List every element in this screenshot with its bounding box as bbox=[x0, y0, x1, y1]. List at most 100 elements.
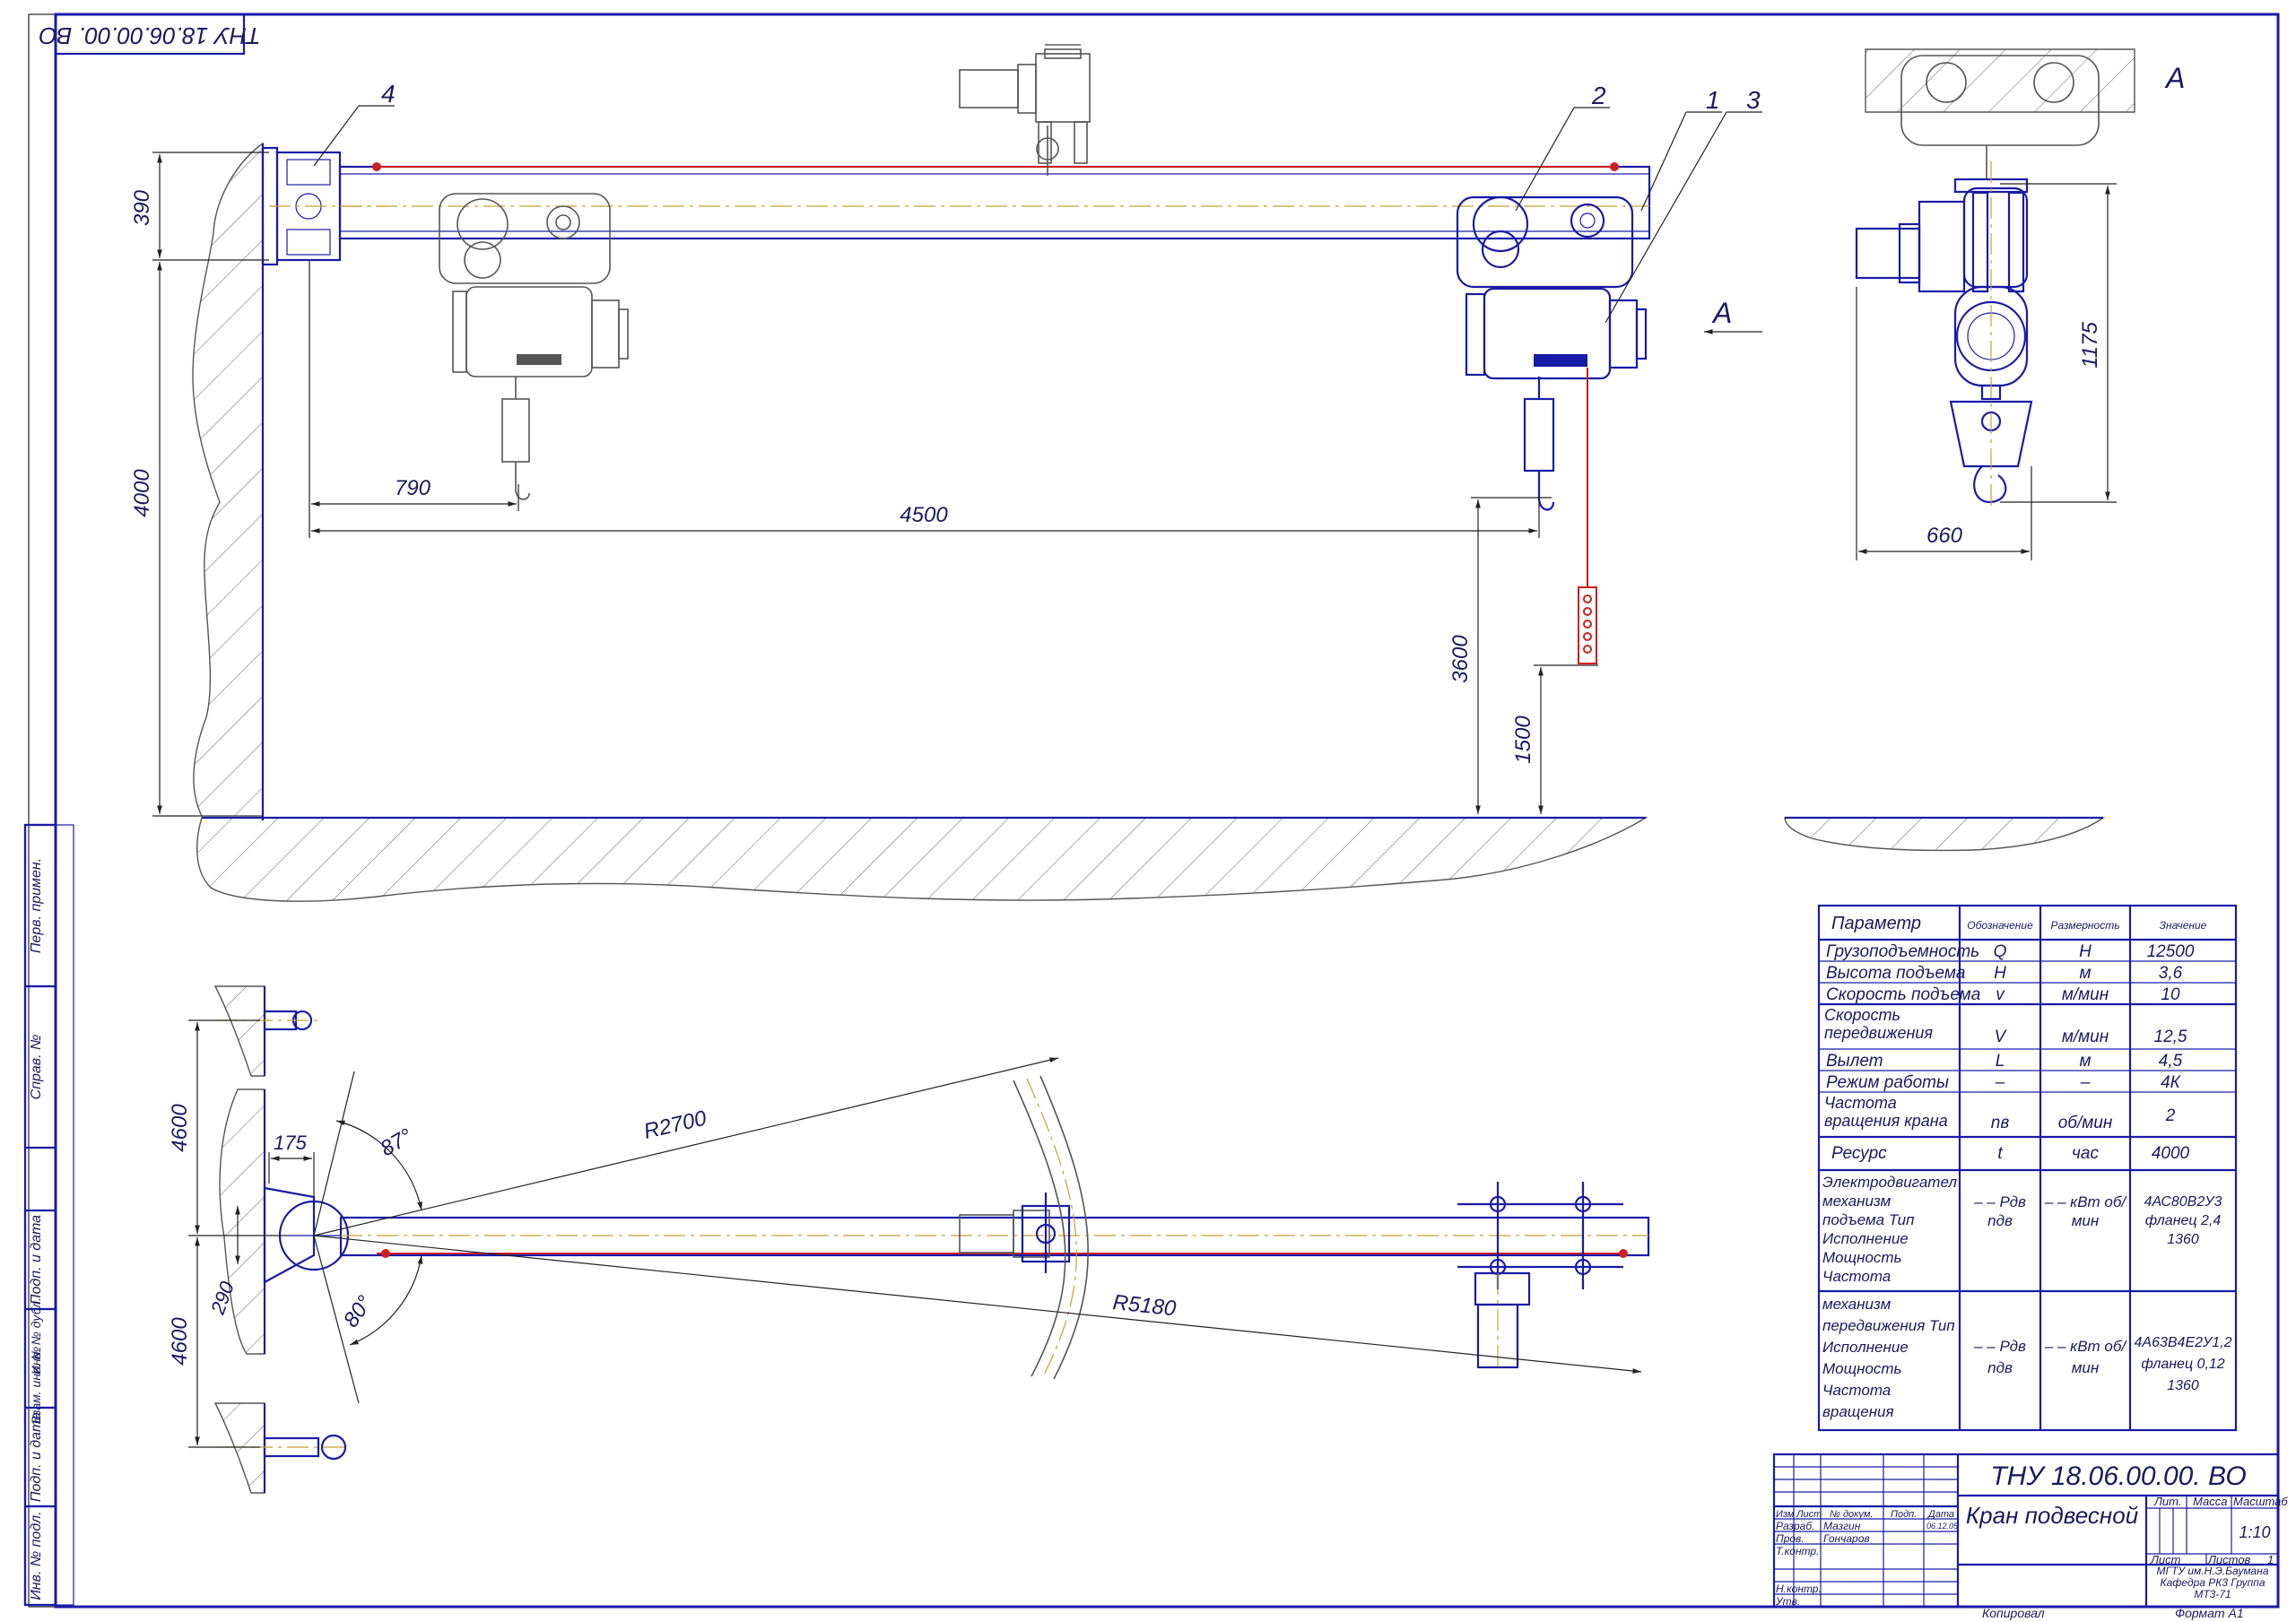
tb-sheets-value: 1 bbox=[2267, 1553, 2274, 1566]
spec-row: механизм передвижения Тип Исполнение Мощ… bbox=[1822, 1296, 2231, 1420]
svg-text:м: м bbox=[2079, 1052, 2091, 1071]
tb-role: Пров. bbox=[1776, 1532, 1805, 1545]
section-floor bbox=[1784, 817, 2106, 852]
ceiling-beam-section bbox=[1865, 48, 2135, 113]
svg-text:12,5: 12,5 bbox=[2154, 1028, 2187, 1046]
svg-text:V: V bbox=[1995, 1028, 2008, 1046]
tb-scale: 1:10 bbox=[2239, 1523, 2270, 1541]
front-view: 4 2 1 3 А 390 4000 790 bbox=[130, 44, 1762, 902]
tb-checker: Гончаров bbox=[1823, 1532, 1870, 1545]
tb-name: Кран подвесной bbox=[1965, 1503, 2139, 1529]
rail-arc bbox=[1013, 1080, 1066, 1377]
spec-row: Режим работы – – 4К bbox=[1826, 1073, 2182, 1092]
title-block: Изм Лист № докум. Подп. Дата 06.12.05 Ра… bbox=[1772, 1453, 2288, 1609]
dim-r5180: R5180 bbox=[1111, 1290, 1178, 1321]
stamp-label: Справ. № bbox=[29, 1035, 44, 1100]
hoist-side-view bbox=[1855, 161, 2033, 507]
section-title: А bbox=[2164, 62, 2185, 94]
hook bbox=[1537, 471, 1555, 511]
tb-role: Утв. bbox=[1775, 1595, 1800, 1608]
svg-text:L: L bbox=[1996, 1052, 2005, 1071]
side-stamp-strip: Перв. примен. Справ. № Подп. и дата Инв.… bbox=[23, 823, 74, 1607]
section-marker: А bbox=[1704, 297, 1762, 334]
tb-role: Н.контр. bbox=[1776, 1583, 1822, 1595]
tb-developer: Мазгин bbox=[1823, 1520, 1861, 1532]
spec-row: Высота подъема Н м 3,6 bbox=[1826, 964, 2183, 983]
spec-row: Грузоподъемность Q Н 12500 bbox=[1826, 942, 2195, 961]
section-view-a: А 1175 660 bbox=[1784, 48, 2185, 852]
svg-text:4000: 4000 bbox=[2152, 1144, 2190, 1163]
svg-text:м/мин: м/мин bbox=[2062, 985, 2109, 1004]
svg-text:Н: Н bbox=[1994, 964, 2006, 983]
dim-1175: 1175 bbox=[2078, 322, 2102, 369]
dim-87deg: 87° bbox=[377, 1123, 417, 1161]
svg-text:Высота подъема: Высота подъема bbox=[1826, 964, 1965, 983]
stamp-label: Инв. № подл. bbox=[29, 1511, 44, 1600]
svg-text:10: 10 bbox=[2161, 985, 2180, 1004]
svg-text:Вылет: Вылет bbox=[1826, 1052, 1883, 1071]
tb-mass: Масса bbox=[2193, 1495, 2227, 1508]
svg-text:nв: nв bbox=[1991, 1114, 2010, 1132]
tb-copied: Копировал bbox=[1982, 1606, 2045, 1620]
tb-doc-code: ТНУ 18.06.00.00. ВО bbox=[1990, 1462, 2246, 1491]
spec-row: Частота вращения крана nв об/мин 2 bbox=[1824, 1094, 2176, 1132]
tb-scale-label: Масштаб bbox=[2233, 1495, 2288, 1508]
callout-2: 2 bbox=[1591, 82, 1606, 109]
dim-3600: 3600 bbox=[1448, 635, 1473, 683]
dim-4000: 4000 bbox=[130, 469, 154, 517]
tb-format: Формат А1 bbox=[2175, 1606, 2244, 1620]
bracket-plan bbox=[263, 1186, 316, 1284]
floor-section bbox=[196, 817, 1648, 902]
crane-beam bbox=[338, 165, 1651, 240]
svg-text:v: v bbox=[1996, 985, 2005, 1004]
stamp-label: Перв. примен. bbox=[29, 858, 44, 953]
tb-col-label: № докум. bbox=[1830, 1509, 1873, 1520]
svg-text:t: t bbox=[1997, 1144, 2003, 1163]
spec-header: Значение bbox=[2160, 919, 2207, 932]
spec-header: Параметр bbox=[1831, 914, 1921, 933]
dim-790: 790 bbox=[395, 476, 431, 500]
svg-text:Н: Н bbox=[2079, 942, 2092, 961]
hoist-ghost bbox=[439, 193, 629, 500]
dim-660: 660 bbox=[1926, 524, 1963, 548]
tb-col-label: Дата bbox=[1926, 1509, 1954, 1520]
sheet-inner-frame bbox=[54, 13, 2280, 1609]
svg-text:2: 2 bbox=[2165, 1106, 2176, 1125]
rotated-code-box: ТНУ 18.06.00.00. ВО bbox=[39, 13, 261, 56]
stamp-label: Взам. инв. № bbox=[29, 1347, 43, 1425]
svg-text:Q: Q bbox=[1994, 942, 2007, 961]
plan-view: R2700 R5180 87° 80° 175 290 4600 4600 bbox=[168, 985, 1650, 1494]
tb-role: Разраб. bbox=[1776, 1520, 1814, 1532]
top-drive-motor bbox=[959, 44, 1091, 176]
dim-r2700: R2700 bbox=[641, 1106, 709, 1143]
callout-3: 3 bbox=[1746, 86, 1761, 114]
svg-text:м: м bbox=[2079, 964, 2091, 983]
hoist-trolley bbox=[1456, 195, 1634, 289]
stamp-label: Инв. № дубл. bbox=[29, 1297, 43, 1375]
tb-org: МГТУ им.Н.Э.Баумана Кафедра РК3 Группа М… bbox=[2156, 1566, 2269, 1600]
tb-col-label: Подп. bbox=[1891, 1509, 1917, 1520]
dim-1500: 1500 bbox=[1511, 716, 1535, 764]
spec-row: Ресурс t час 4000 bbox=[1831, 1144, 2190, 1163]
svg-text:12500: 12500 bbox=[2147, 942, 2195, 961]
tb-sheet: Лист bbox=[2150, 1553, 2181, 1566]
svg-text:4К: 4К bbox=[2161, 1073, 2182, 1092]
tb-col-label: Лист bbox=[1796, 1509, 1822, 1520]
section-letter: А bbox=[1711, 297, 1732, 329]
bottom-stop-wall bbox=[213, 1402, 265, 1494]
hook-block bbox=[1523, 397, 1555, 473]
dim-4600-bottom: 4600 bbox=[168, 1317, 192, 1366]
trolley-plan bbox=[1457, 1182, 1623, 1372]
tb-col-label: Изм bbox=[1776, 1509, 1795, 1520]
dim-175: 175 bbox=[274, 1132, 307, 1154]
svg-text:час: час bbox=[2072, 1144, 2099, 1163]
svg-text:Режим работы: Режим работы bbox=[1826, 1073, 1949, 1092]
plan-wall bbox=[219, 1089, 265, 1355]
dim-4500: 4500 bbox=[900, 503, 948, 527]
svg-text:Ресурс: Ресурс bbox=[1831, 1144, 1887, 1163]
beam-plan bbox=[339, 1216, 1650, 1257]
dim-80deg: 80° bbox=[339, 1291, 378, 1332]
spec-table: Параметр Обозначение Размерность Значени… bbox=[1817, 904, 2238, 1432]
svg-text:3,6: 3,6 bbox=[2159, 964, 2183, 983]
